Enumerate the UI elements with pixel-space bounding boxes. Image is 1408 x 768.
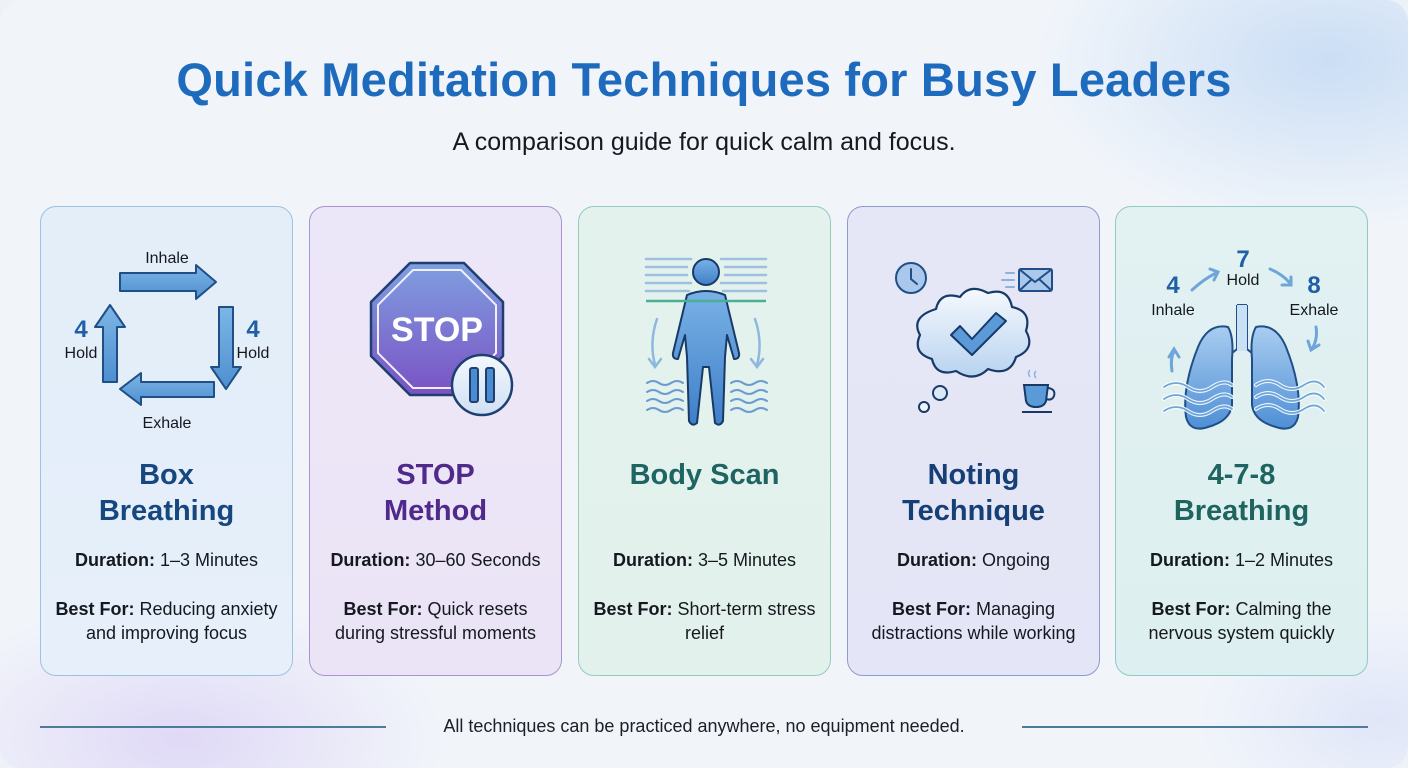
svg-text:7: 7 bbox=[1236, 246, 1249, 273]
svg-text:Exhale: Exhale bbox=[143, 415, 192, 432]
svg-text:4: 4 bbox=[1166, 272, 1180, 299]
technique-card-box-breathing: Inhale 4 Hold 4 Hold Exhale Box Breathin… bbox=[40, 206, 293, 676]
svg-text:4: 4 bbox=[74, 316, 88, 343]
technique-duration: Duration: 1–2 Minutes bbox=[1149, 550, 1334, 570]
svg-text:4: 4 bbox=[246, 316, 260, 343]
body-scan-figure-icon bbox=[579, 227, 830, 447]
technique-best-for: Best For: Managing distractions while wo… bbox=[871, 599, 1076, 643]
technique-best-for: Best For: Short-term stress relief bbox=[593, 599, 816, 643]
mail-icon bbox=[1001, 268, 1053, 292]
svg-text:Exhale: Exhale bbox=[1290, 302, 1339, 319]
technique-card-stop-method: STOP STOP Method Duration: 30–60 Seconds… bbox=[309, 206, 562, 676]
clock-icon bbox=[895, 262, 927, 294]
technique-title: Noting Technique bbox=[902, 459, 1045, 527]
technique-best-for: Best For: Calming the nervous system qui… bbox=[1148, 599, 1335, 643]
lungs-breathing-icon: 4 Inhale 7 Hold 8 Exhale bbox=[1116, 227, 1367, 447]
page-subtitle: A comparison guide for quick calm and fo… bbox=[452, 128, 956, 156]
box-breathing-square-arrows-icon: Inhale 4 Hold 4 Hold Exhale bbox=[41, 227, 292, 447]
svg-text:Hold: Hold bbox=[65, 345, 98, 362]
technique-card-478-breathing: 4 Inhale 7 Hold 8 Exhale 4-7-8 Breathing… bbox=[1115, 206, 1368, 676]
technique-title: 4-7-8 Breathing bbox=[1173, 459, 1310, 527]
coffee-cup-icon bbox=[1022, 369, 1056, 413]
stop-sign-pause-icon: STOP bbox=[310, 227, 561, 447]
svg-text:Hold: Hold bbox=[237, 345, 270, 362]
technique-title: Body Scan bbox=[629, 459, 780, 491]
technique-card-noting-technique: Noting Technique Duration: Ongoing Best … bbox=[847, 206, 1100, 676]
svg-text:Inhale: Inhale bbox=[1151, 302, 1195, 319]
svg-text:8: 8 bbox=[1307, 272, 1320, 299]
technique-duration: Duration: 30–60 Seconds bbox=[330, 550, 541, 570]
svg-text:Inhale: Inhale bbox=[145, 250, 189, 267]
svg-text:Hold: Hold bbox=[1227, 272, 1260, 289]
thought-cloud-checkmark-icon bbox=[848, 227, 1099, 447]
footer-divider-left bbox=[40, 726, 386, 728]
technique-title: Box Breathing bbox=[98, 459, 235, 527]
page-title: Quick Meditation Techniques for Busy Lea… bbox=[176, 53, 1232, 106]
svg-text:STOP: STOP bbox=[391, 311, 483, 349]
footer-divider-right bbox=[1022, 726, 1368, 728]
technique-duration: Duration: Ongoing bbox=[896, 550, 1051, 570]
technique-best-for: Best For: Reducing anxiety and improving… bbox=[55, 599, 278, 643]
technique-best-for: Best For: Quick resets during stressful … bbox=[334, 599, 537, 643]
footer-note: All techniques can be practiced anywhere… bbox=[443, 716, 965, 736]
technique-title: STOP Method bbox=[383, 459, 488, 527]
technique-duration: Duration: 3–5 Minutes bbox=[612, 550, 797, 570]
technique-card-body-scan: Body Scan Duration: 3–5 Minutes Best For… bbox=[578, 206, 831, 676]
technique-duration: Duration: 1–3 Minutes bbox=[74, 550, 259, 570]
